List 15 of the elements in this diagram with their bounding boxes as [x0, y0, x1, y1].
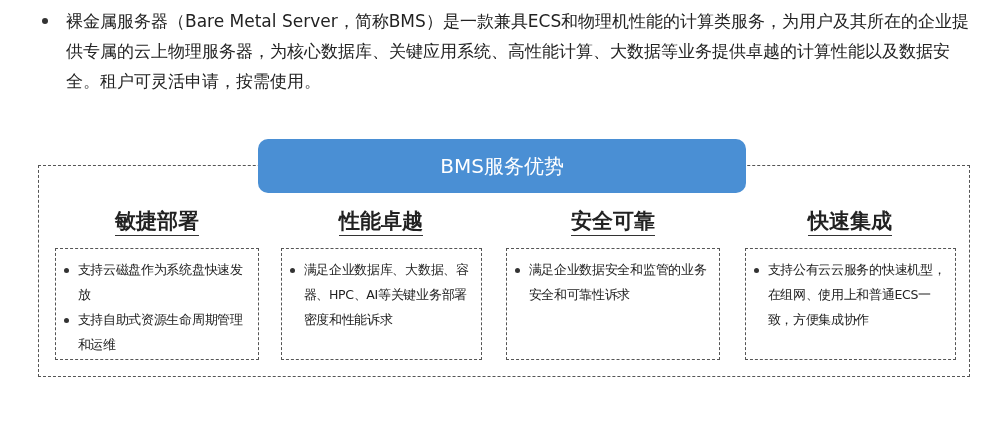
- intro-paragraph: 裸金属服务器（Bare Metal Server，简称BMS）是一款兼具ECS和物理机性能的计算类服务，为用户及其所在的企业提供专属的云上物理服务器，为核心数据库、关键应用系统、高性能计算、大数据等业务提供卓越的计算性能以及数据安全。租户可灵活申请，按需使用。: [38, 6, 978, 96]
- column-heading: 快速集成: [808, 208, 892, 236]
- bullet-item: 满足企业数据库、大数据、容器、HPC、AI等关键业务部署密度和性能诉求: [283, 256, 477, 332]
- feature-box: [280, 247, 482, 360]
- column-heading: 性能卓越: [339, 208, 423, 236]
- bullet-item: 支持公有云云服务的快速机型，在组网、使用上和普通ECS一致，方便集成协作: [747, 256, 951, 332]
- title-banner: BMS服务优势: [258, 139, 746, 193]
- feature-box: [54, 247, 259, 360]
- bullet-item: 满足企业数据安全和监管的业务安全和可靠性诉求: [508, 256, 715, 307]
- column-heading: 敏捷部署: [115, 208, 199, 236]
- feature-box: [744, 247, 956, 360]
- bullet-item: 支持云磁盘作为系统盘快速发放: [57, 256, 254, 307]
- bullet-item: 支持自助式资源生命周期管理和运维: [57, 306, 254, 357]
- column-heading: 安全可靠: [571, 208, 655, 236]
- feature-box: [505, 247, 720, 360]
